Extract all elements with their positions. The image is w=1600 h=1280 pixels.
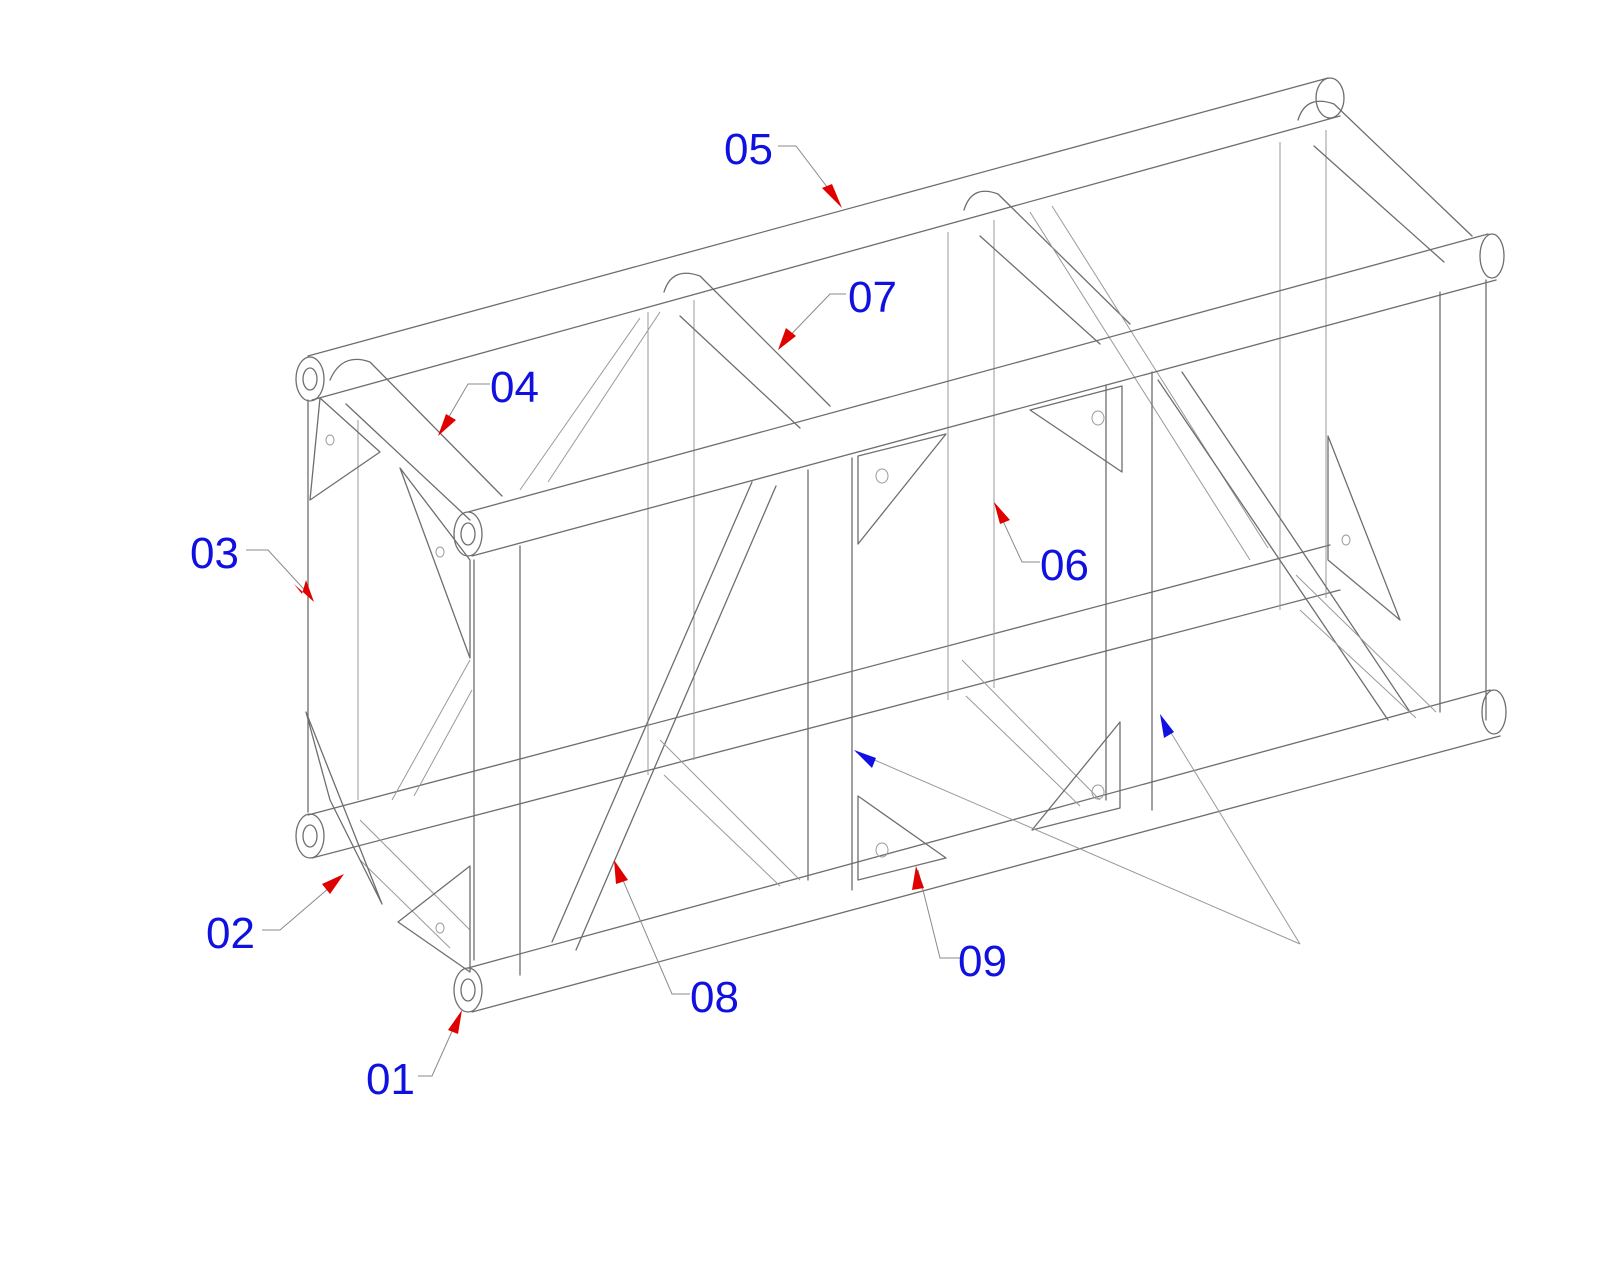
arrow-07 [778, 328, 796, 350]
arrow-08 [614, 860, 628, 884]
callout-09-leader [854, 714, 1301, 959]
arrow-01 [448, 1010, 462, 1034]
top-cross-members [329, 100, 1473, 561]
callout-03-leader [246, 549, 314, 602]
arrow-02 [322, 874, 344, 894]
callout-05: 05 [724, 125, 773, 174]
arrow-06 [994, 502, 1010, 524]
callout-04: 04 [490, 363, 539, 412]
end-frame [307, 399, 359, 813]
arrow-05 [822, 184, 842, 208]
callout-04-leader [438, 383, 490, 436]
callout-02-leader [262, 874, 344, 931]
callout-07-leader [778, 293, 846, 350]
front-verticals [473, 279, 1487, 976]
front-diagonal [551, 371, 1411, 951]
callout-06-leader [994, 502, 1040, 563]
arrow-09-blue-b [1160, 714, 1174, 738]
arrow-03 [294, 580, 314, 602]
arrow-04 [438, 414, 456, 436]
callout-07: 07 [848, 273, 897, 322]
callout-05-leader [778, 145, 842, 208]
callout-01-leader [418, 1010, 462, 1077]
callout-02: 02 [206, 909, 255, 958]
bottom-cross-members [359, 574, 1437, 949]
callout-01: 01 [366, 1055, 415, 1104]
bottom-rear-chord [295, 544, 1341, 859]
callout-08: 08 [690, 973, 739, 1022]
callout-03: 03 [190, 529, 239, 578]
arrow-09-blue-a [854, 750, 876, 768]
front-top-chord [453, 233, 1505, 557]
rear-verticals [647, 130, 1327, 775]
gusset-plates [305, 385, 1401, 973]
arrow-09 [912, 866, 924, 890]
front-bottom-chord [453, 689, 1507, 1013]
callout-06: 06 [1040, 541, 1089, 590]
rear-diagonals [391, 311, 661, 801]
callout-08-leader [614, 860, 690, 995]
top-rear-chord [295, 77, 1345, 402]
callout-09: 09 [958, 937, 1007, 986]
